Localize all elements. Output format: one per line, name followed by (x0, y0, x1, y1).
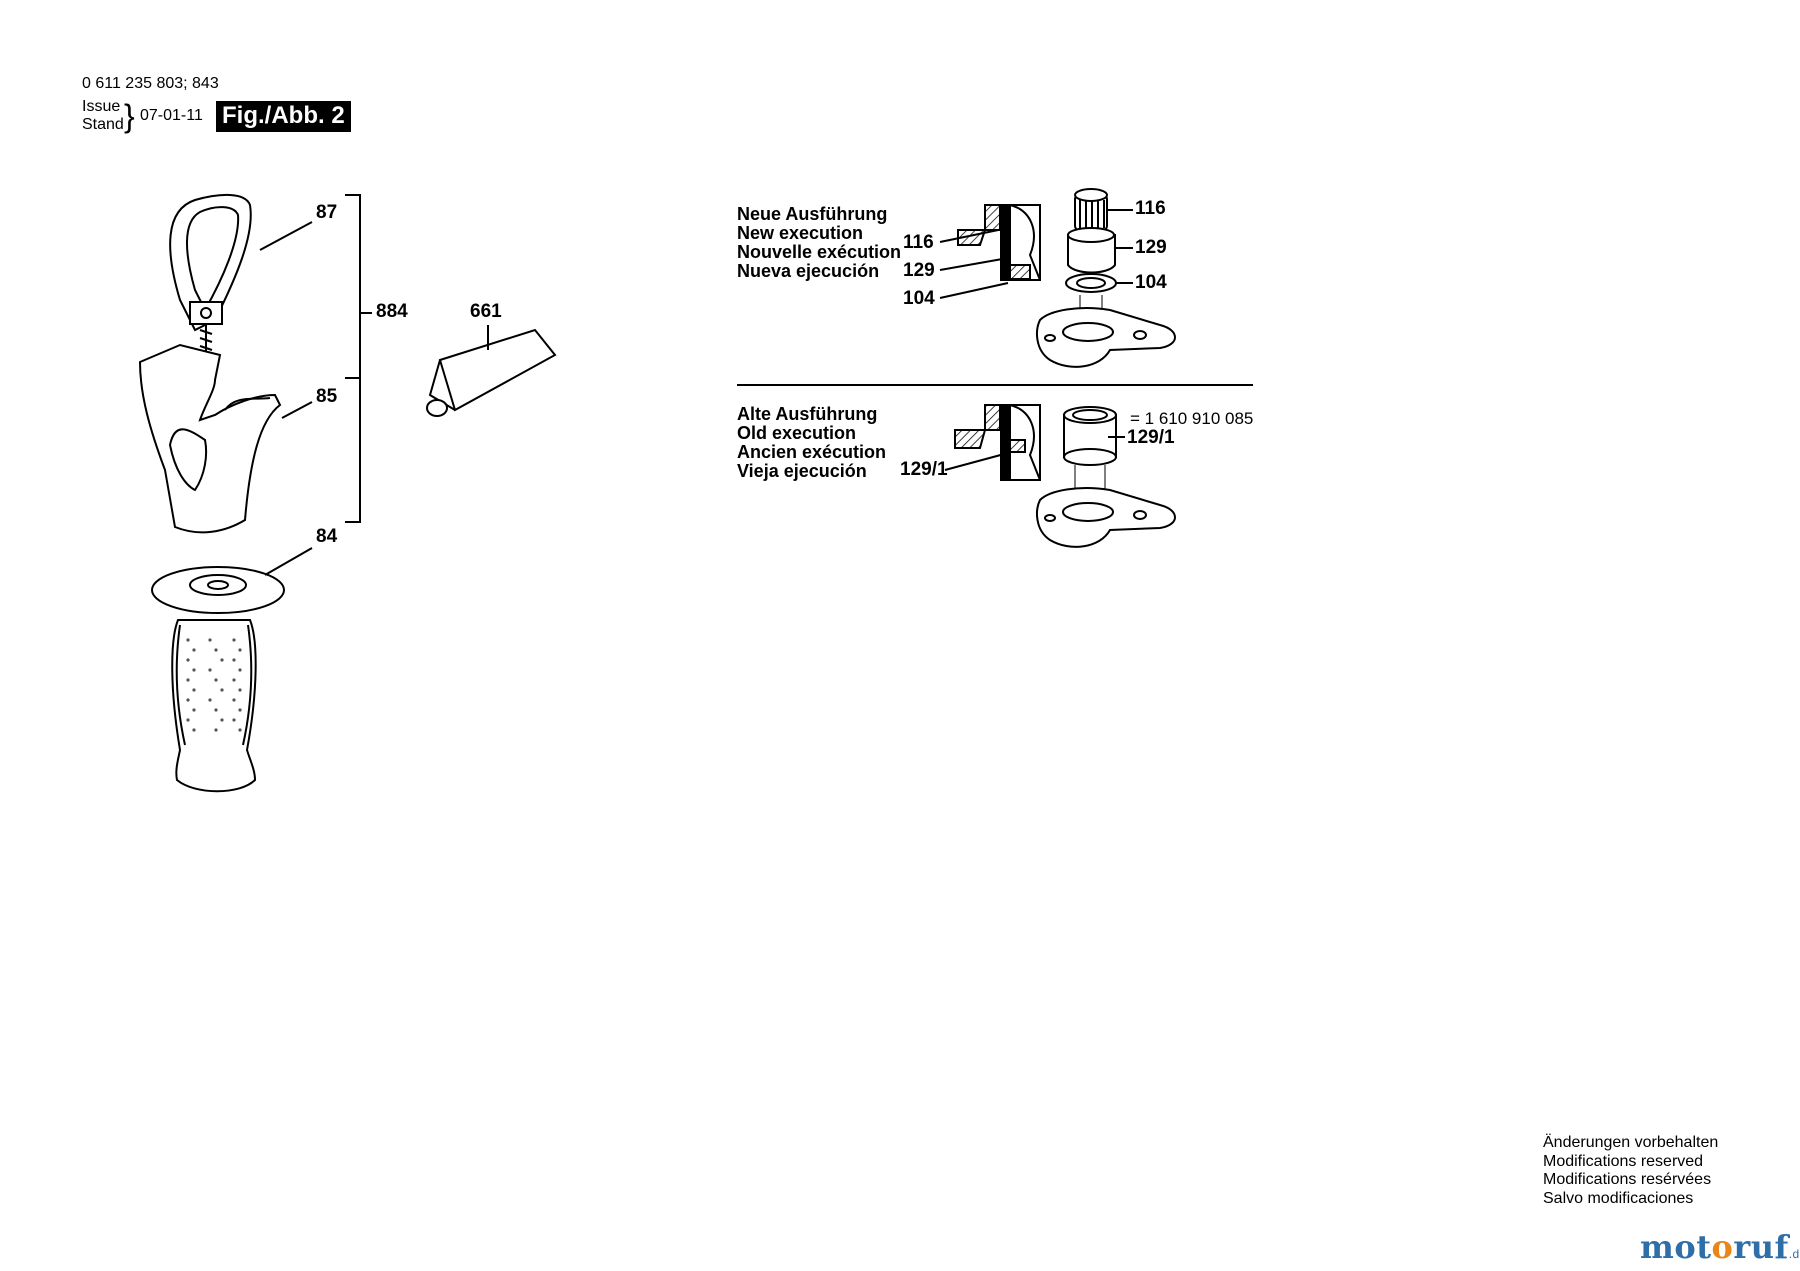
callout-884: 884 (376, 301, 408, 322)
new-exec-es: Nueva ejecución (737, 261, 880, 281)
part-numbers: 0 611 235 803; 843 (82, 75, 219, 92)
old-exec-cross-section (954, 404, 1041, 481)
grease-tube-part (426, 328, 557, 417)
issue-date: 07-01-11 (140, 107, 203, 124)
logo-part-b: ruf (1733, 1228, 1789, 1266)
figure-label: Fig./Abb. 2 (216, 101, 351, 132)
issue-label: Issue (82, 98, 121, 115)
notice-fr: Modifications resérvées (1543, 1171, 1712, 1188)
leader-new-left-116 (939, 227, 1009, 243)
new-exec-de: Neue Ausführung (737, 204, 888, 224)
old-exec-es: Vieja ejecución (737, 461, 867, 481)
callout-85: 85 (316, 386, 338, 407)
issue-stand-labels: Issue Stand (82, 98, 124, 134)
stand-label: Stand (82, 116, 124, 133)
notice-en: Modifications reserved (1543, 1152, 1704, 1170)
leader-old-left-129-1 (944, 452, 1009, 471)
logo-part-o: o (1711, 1228, 1734, 1266)
callout-new-left-129: 129 (903, 260, 935, 281)
modifications-notice: Änderungen vorbehalten Modifications res… (1543, 1134, 1718, 1208)
new-exec-cross-section (957, 204, 1041, 281)
depth-stop-strap-part (169, 193, 252, 395)
new-execution-labels: Neue Ausführung New execution Nouvelle e… (737, 205, 901, 281)
leader-85 (281, 401, 313, 419)
old-exec-de: Alte Ausführung (737, 404, 878, 424)
callout-new-right-116: 116 (1135, 198, 1166, 219)
handle-holder-part (138, 343, 282, 534)
old-exec-parts (1036, 406, 1176, 548)
group-bracket-884 (345, 194, 361, 523)
leader-87 (259, 221, 313, 251)
callout-new-left-104: 104 (903, 288, 935, 309)
callout-661: 661 (470, 301, 502, 322)
issue-brace: } (124, 98, 135, 134)
callout-84: 84 (316, 526, 338, 547)
old-exec-ref-number: = 1 610 910 085 (1130, 409, 1254, 428)
old-execution-labels: Alte Ausführung Old execution Ancien exé… (737, 405, 886, 481)
leader-new-left-104 (939, 282, 1009, 299)
notice-es: Salvo modificaciones (1543, 1189, 1694, 1207)
new-exec-en: New execution (737, 223, 864, 243)
callout-new-right-104: 104 (1135, 272, 1167, 293)
leader-84 (264, 547, 313, 576)
callout-new-right-129: 129 (1135, 237, 1167, 258)
leader-new-left-129 (939, 257, 1009, 271)
old-exec-fr: Ancien exécution (737, 442, 887, 462)
callout-new-left-116: 116 (903, 232, 934, 253)
side-handle-grip-part (151, 566, 285, 793)
logo-tld: .de (1788, 1247, 1800, 1261)
old-exec-en: Old execution (737, 423, 857, 443)
callout-old-right-129-1: 129/1 (1127, 427, 1175, 448)
watermark-logo: motoruf.de (1640, 1228, 1800, 1266)
new-exec-parts (1036, 188, 1176, 368)
new-exec-fr: Nouvelle exécution (737, 242, 902, 262)
callout-87: 87 (316, 202, 338, 223)
callout-old-left-129-1: 129/1 (900, 459, 948, 480)
notice-de: Änderungen vorbehalten (1543, 1134, 1719, 1151)
logo-part-a: mot (1640, 1228, 1712, 1266)
